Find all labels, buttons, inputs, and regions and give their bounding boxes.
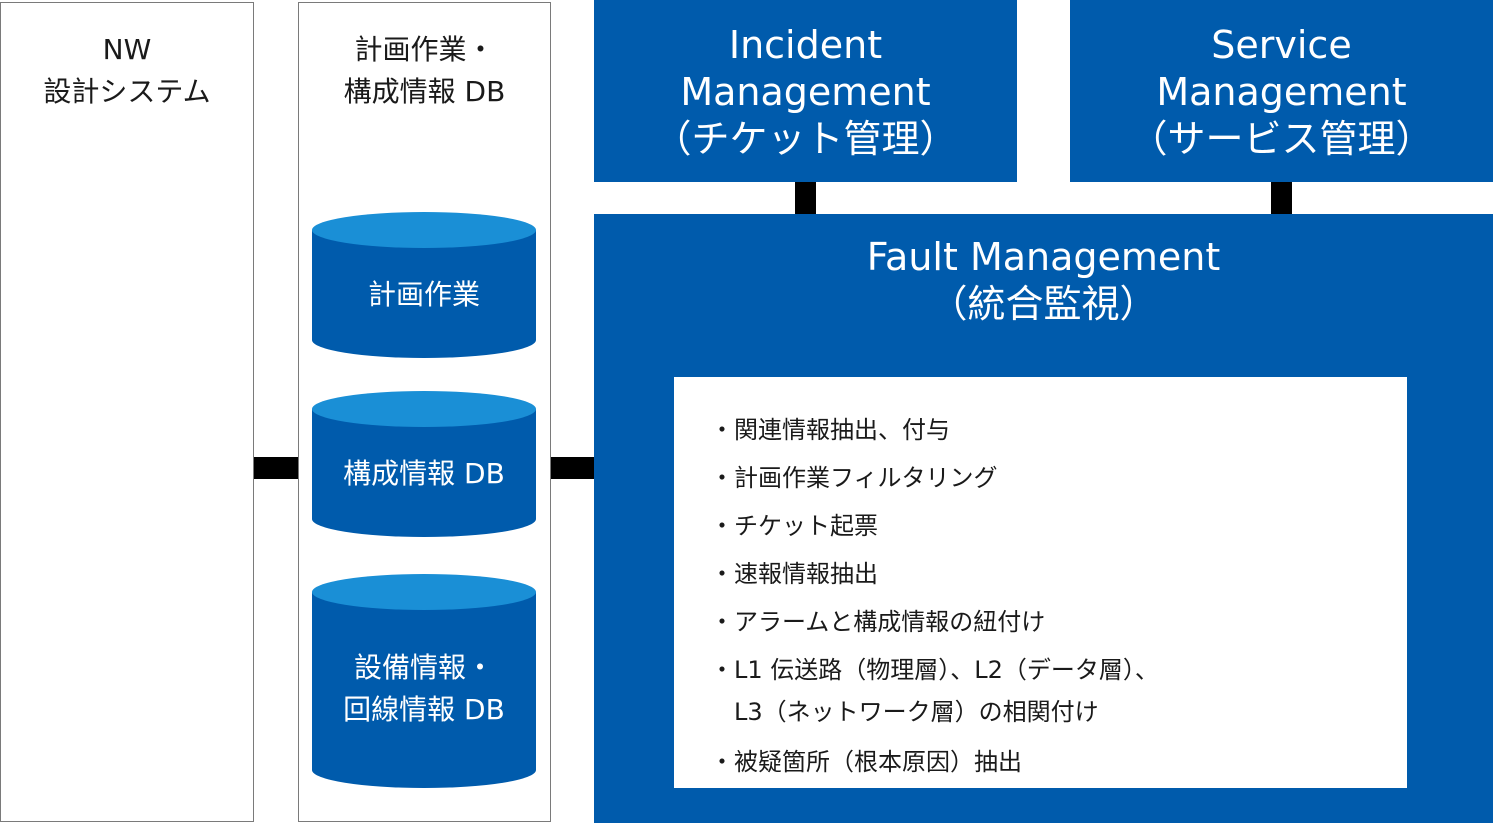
database-facility-circuit: 設備情報・ 回線情報 DB	[312, 574, 536, 788]
database-cylinder-icon	[312, 574, 536, 788]
function-text: 速報情報抽出	[734, 560, 878, 588]
function-text: アラームと構成情報の紐付け	[734, 608, 1046, 636]
list-item: ・速報情報抽出	[710, 553, 1387, 601]
list-item: ・計画作業フィルタリング	[710, 457, 1387, 505]
bullet-point: ・	[710, 464, 734, 492]
list-item: ・チケット起票	[710, 505, 1387, 553]
fault-management-title: Fault Management （統合監視）	[594, 234, 1493, 328]
function-text: 被疑箇所（根本原因）抽出	[734, 748, 1022, 776]
database-cylinder-icon	[312, 391, 536, 537]
nw-design-title-line1: NW	[102, 33, 152, 66]
nw-design-title-line2: 設計システム	[43, 75, 211, 108]
list-item: ・被疑箇所（根本原因）抽出	[710, 741, 1387, 789]
fault-line2: （統合監視）	[929, 282, 1158, 326]
planning-title-line1: 計画作業・	[354, 33, 495, 66]
function-text: 関連情報抽出、付与	[734, 416, 950, 444]
bullet-point: ・	[710, 608, 734, 636]
fault-line1: Fault Management	[866, 235, 1221, 279]
planning-title-line2: 構成情報 DB	[343, 75, 506, 108]
incident-line1: Incident	[728, 23, 883, 67]
function-text-continuation: L3（ネットワーク層）の相関付け	[734, 698, 1099, 726]
list-item: ・アラームと構成情報の紐付け	[710, 601, 1387, 649]
connector-planning-to-fault	[551, 457, 595, 479]
service-management-title: Service Management （サービス管理）	[1070, 22, 1493, 163]
connector-service-to-fault	[1271, 182, 1292, 214]
connector-incident-to-fault	[795, 182, 816, 214]
database-planning-work-label: 計画作業	[367, 278, 480, 311]
list-item: ・L1 伝送路（物理層）、L2（データ層）、 L3（ネットワーク層）の相関付け	[710, 649, 1387, 741]
bullet-point: ・	[710, 748, 734, 776]
fault-function-list: ・関連情報抽出、付与 ・計画作業フィルタリング ・チケット起票 ・速報情報抽出 …	[710, 409, 1387, 789]
database-cylinder-icon	[312, 212, 536, 358]
planning-config-db-title: 計画作業・ 構成情報 DB	[299, 29, 550, 113]
incident-line2: Management	[680, 70, 931, 114]
database-planning-work: 計画作業	[312, 212, 536, 358]
fault-function-list-box: ・関連情報抽出、付与 ・計画作業フィルタリング ・チケット起票 ・速報情報抽出 …	[674, 377, 1407, 788]
nw-design-system-panel: NW 設計システム	[0, 2, 254, 822]
bullet-point: ・	[710, 560, 734, 588]
connector-nw-to-planning	[254, 457, 299, 479]
service-line2: Management	[1156, 70, 1407, 114]
database-facility-label-line1: 設備情報・	[353, 651, 494, 684]
bullet-point: ・	[710, 512, 734, 540]
service-line3: （サービス管理）	[1129, 117, 1434, 161]
service-management-box: Service Management （サービス管理）	[1070, 0, 1493, 182]
nw-design-system-title: NW 設計システム	[1, 29, 253, 113]
incident-management-box: Incident Management （チケット管理）	[594, 0, 1017, 182]
bullet-point: ・	[710, 656, 734, 684]
list-item: ・関連情報抽出、付与	[710, 409, 1387, 457]
database-configuration-label: 構成情報 DB	[343, 457, 505, 490]
function-text: 計画作業フィルタリング	[734, 464, 998, 492]
bullet-point: ・	[710, 416, 734, 444]
function-text: チケット起票	[734, 512, 878, 540]
function-text: L1 伝送路（物理層）、L2（データ層）、	[734, 656, 1159, 684]
incident-management-title: Incident Management （チケット管理）	[594, 22, 1017, 163]
database-facility-label-line2: 回線情報 DB	[343, 693, 505, 726]
service-line1: Service	[1211, 23, 1352, 67]
incident-line3: （チケット管理）	[653, 117, 958, 161]
database-configuration: 構成情報 DB	[312, 391, 536, 537]
